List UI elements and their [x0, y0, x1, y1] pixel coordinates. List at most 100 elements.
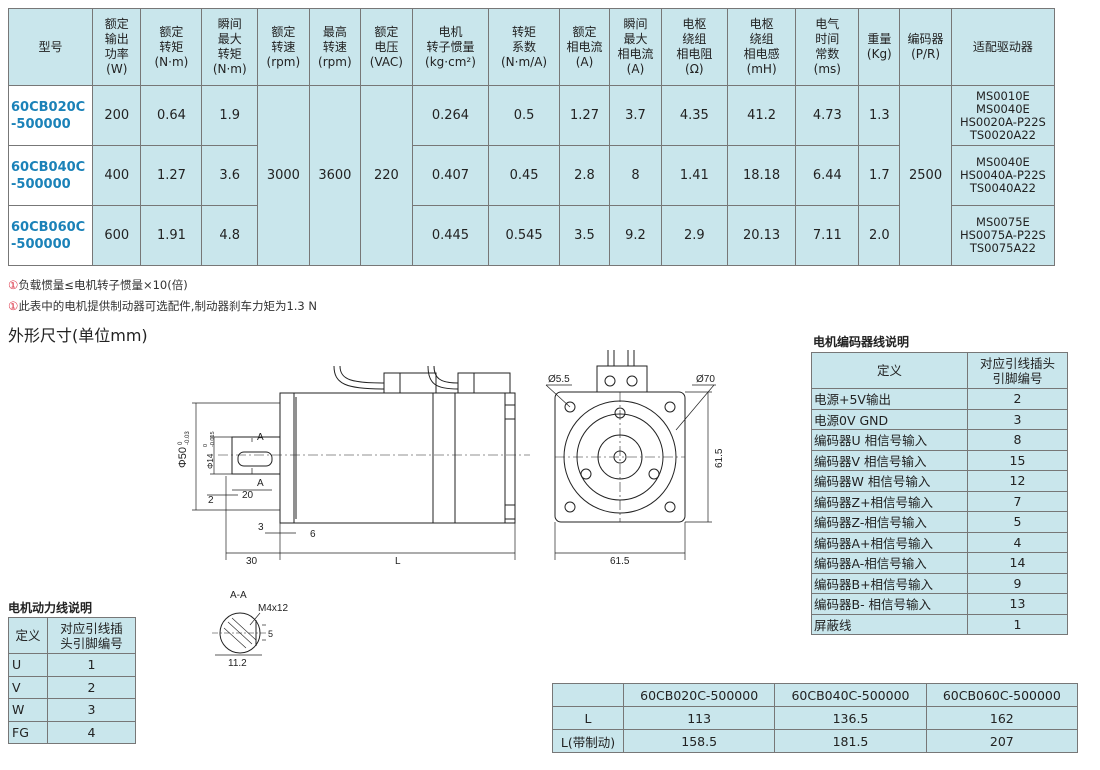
encoder-pin-cell: 14	[967, 552, 1068, 574]
rated-voltage-cell: 220	[360, 85, 413, 266]
length-row-label: L	[552, 706, 624, 730]
section-title: 外形尺寸(单位mm)	[8, 326, 148, 345]
header-torque-constant: 转矩系数(N·m/A)	[488, 8, 560, 86]
label-section-a-bottom: A	[257, 478, 264, 489]
rated-torque-cell: 1.27	[140, 145, 203, 206]
encoder-pin-cell: 12	[967, 470, 1068, 492]
torque-constant-cell: 0.5	[488, 85, 560, 146]
text-line: HS0040A-P22S	[959, 168, 1046, 182]
encoder-pin-cell: 1	[967, 613, 1068, 635]
spec-header-row: 型号 额定输出功率(W) 额定转矩(N·m) 瞬间最大转矩(N·m) 额定转速(…	[7, 8, 1056, 86]
power-pin-cell: 3	[47, 698, 136, 722]
length-table: 60CB020C-500000 60CB040C-500000 60CB060C…	[552, 683, 1079, 753]
time-constant-cell: 6.44	[795, 145, 860, 206]
note-2: ①此表中的电机提供制动器可选配件,制动器刹车力矩为1.3 N	[8, 298, 317, 314]
length-value-cell: 181.5	[774, 729, 927, 753]
encoder-definition-cell: 编码器Z-相信号输入	[811, 511, 968, 533]
peak-current-cell: 8	[609, 145, 662, 206]
label-dim-5: 5	[268, 629, 273, 639]
text-line: 相电流	[617, 47, 654, 61]
text-line: (kg·cm²)	[425, 54, 476, 69]
spec-row-60cb040c: 60CB040C-500000 400 1.27 3.6 0.407 0.45 …	[7, 145, 1056, 206]
text-line: 电枢	[682, 17, 707, 31]
encoder-pin-cell: 2	[967, 388, 1068, 410]
text-line: (VAC)	[369, 54, 403, 69]
text-line: 编码器	[907, 32, 944, 46]
encoder-header-pin: 对应引线插头引脚编号	[967, 352, 1068, 389]
label-key-dia: Φ14	[206, 453, 215, 469]
text-line: (P/R)	[911, 47, 941, 61]
text-line: (Ω)	[685, 62, 704, 76]
motor-side-view	[218, 365, 530, 524]
encoder-definition-cell: 编码器B+相信号输入	[811, 572, 968, 594]
text-line: 输出	[104, 32, 129, 46]
header-peak-torque: 瞬间最大转矩(N·m)	[201, 8, 259, 86]
text-line: 额定	[374, 24, 399, 39]
length-row-label: L(带制动)	[552, 729, 624, 753]
inductance-cell: 18.18	[726, 145, 797, 206]
text-line: (N·m)	[154, 54, 189, 69]
text-line: 时间	[815, 32, 840, 46]
power-header-definition: 定义	[8, 617, 48, 654]
text-line: (W)	[106, 62, 128, 76]
text-line: 最高	[322, 24, 347, 39]
label-dim-3: 3	[258, 522, 264, 533]
text-line: TS0020A22	[969, 127, 1036, 142]
text-line: 相电流	[566, 39, 603, 54]
length-col-header: 60CB060C-500000	[925, 683, 1079, 707]
side-dimensions	[192, 402, 516, 560]
rated-speed-cell: 3000	[257, 85, 310, 266]
label-dim-30: 30	[246, 556, 258, 567]
text-line: MS0075E	[976, 215, 1030, 229]
header-rated-torque: 额定转矩(N·m)	[140, 8, 203, 86]
rated-current-cell: 2.8	[558, 145, 611, 206]
resistance-cell: 4.35	[660, 85, 728, 146]
text-line: 最大	[623, 32, 648, 46]
label-dim-6: 6	[310, 529, 316, 540]
text-line: 60CB040C	[11, 159, 86, 175]
resistance-cell: 2.9	[660, 205, 728, 266]
rated-power-cell: 400	[92, 145, 142, 206]
length-value-cell: 113	[622, 706, 776, 730]
model-cell: 60CB060C-500000	[7, 205, 94, 266]
inertia-cell: 0.407	[411, 145, 490, 206]
text-line: (rpm)	[266, 54, 301, 69]
length-col-header: 60CB040C-500000	[774, 683, 927, 707]
encoder-definition-cell: 屏蔽线	[811, 613, 968, 635]
text-line: -500000	[11, 176, 71, 192]
text-line: 电压	[374, 39, 399, 54]
text-line: 绕组	[682, 32, 707, 46]
torque-constant-cell: 0.545	[488, 205, 560, 266]
inductance-cell: 20.13	[726, 205, 797, 266]
text-line: 电机	[438, 24, 463, 39]
text-line: 对应引线插	[60, 620, 123, 636]
label-shaft-dia: Φ50	[177, 447, 189, 468]
encoder-definition-cell: 编码器B- 相信号输入	[811, 593, 968, 615]
text-line: 转速	[271, 39, 296, 54]
encoder-definition-cell: 编码器W 相信号输入	[811, 470, 968, 492]
text-line: (mH)	[746, 62, 777, 76]
spec-row-60cb060c: 60CB060C-500000 600 1.91 4.8 0.445 0.545…	[7, 205, 1056, 266]
encoder-header-definition: 定义	[811, 352, 968, 389]
label-key-tol-lower: -0.015	[210, 431, 216, 447]
text-line: -500000	[11, 236, 71, 252]
header-rated-speed: 额定转速(rpm)	[257, 8, 310, 86]
label-shaft-tol-upper: 0	[178, 441, 184, 445]
text-line: -500000	[11, 116, 71, 132]
rated-power-cell: 200	[92, 85, 142, 146]
header-rated-voltage: 额定电压(VAC)	[360, 8, 413, 86]
peak-current-cell: 9.2	[609, 205, 662, 266]
text-line: (A)	[626, 62, 645, 76]
inertia-cell: 0.445	[411, 205, 490, 266]
length-value-cell: 136.5	[774, 706, 927, 730]
